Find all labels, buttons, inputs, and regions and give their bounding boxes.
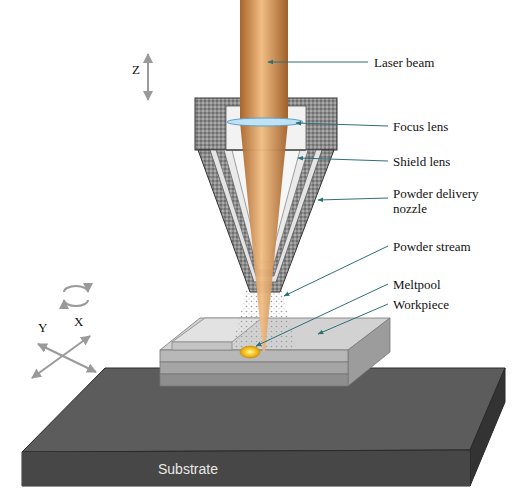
motion-arrows xyxy=(32,54,148,378)
laser-beam xyxy=(240,0,288,352)
part-label: Focus lens xyxy=(393,119,448,134)
focus-lens xyxy=(227,118,303,126)
part-label: Workpiece xyxy=(393,297,449,312)
part-label: Meltpool xyxy=(393,277,441,292)
part-label: Z xyxy=(132,62,140,77)
part-label: Powder delivery nozzle xyxy=(393,186,493,216)
meltpool xyxy=(240,346,260,358)
substrate-plate xyxy=(22,368,505,486)
leader-lines xyxy=(256,62,388,346)
substrate-plate-face: Substrate xyxy=(22,452,470,486)
part-label: Laser beam xyxy=(374,55,434,70)
part-label: Y xyxy=(38,320,47,335)
node-text: Substrate xyxy=(158,461,470,477)
part-label: Powder stream xyxy=(393,239,471,254)
part-label: Shield lens xyxy=(393,154,450,169)
part-label: X xyxy=(74,314,83,329)
